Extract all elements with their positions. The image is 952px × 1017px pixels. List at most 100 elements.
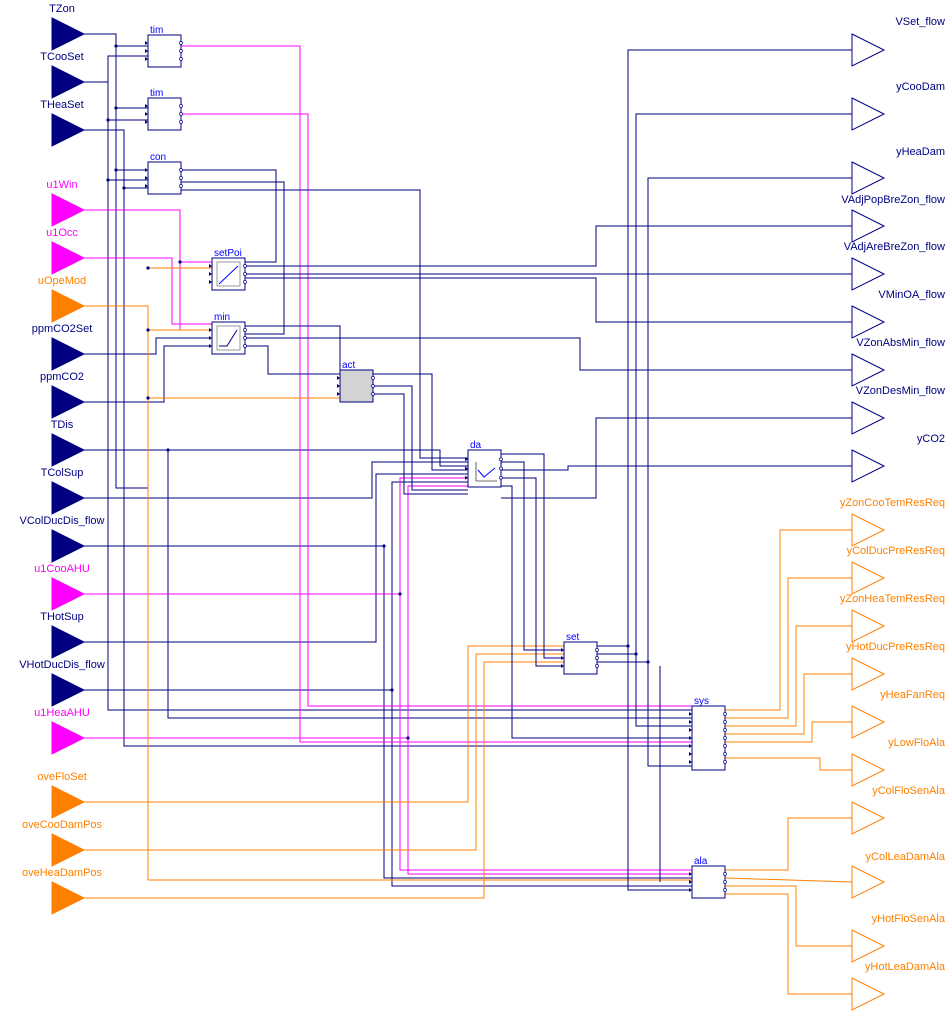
input-TCooSet[interactable]: TCooSet xyxy=(40,51,86,99)
input-triangle-icon xyxy=(51,785,86,819)
output-label: VSet_flow xyxy=(895,16,945,28)
input-oveCooDamPos[interactable]: oveCooDamPos xyxy=(22,819,103,867)
output-triangle-icon xyxy=(851,801,886,835)
output-yHeaFanReq[interactable]: yHeaFanReq xyxy=(851,689,945,739)
junction-dot xyxy=(146,396,150,400)
output-yHeaDam[interactable]: yHeaDam xyxy=(851,146,945,195)
wire-24 xyxy=(84,737,692,875)
output-yZonHeaTemResReq[interactable]: yZonHeaTemResReq xyxy=(840,593,945,643)
block-tim2-box xyxy=(147,97,182,131)
input-u1Occ[interactable]: u1Occ xyxy=(46,227,86,275)
block-da[interactable]: da xyxy=(465,440,503,488)
output-port xyxy=(371,392,375,396)
output-yZonCooTemResReq[interactable]: yZonCooTemResReq xyxy=(840,497,945,547)
block-setPoi[interactable]: setPoi xyxy=(209,248,247,291)
output-VAdjAreBreZon_flow[interactable]: VAdjAreBreZon_flow xyxy=(844,241,945,291)
input-port xyxy=(561,648,564,652)
wire-14 xyxy=(84,461,468,499)
block-min[interactable]: min xyxy=(209,312,247,355)
input-port xyxy=(689,752,692,756)
input-TZon[interactable]: TZon xyxy=(49,3,86,51)
output-triangle-icon xyxy=(851,609,886,643)
wire-69 xyxy=(725,893,852,995)
output-yHotDucPreResReq[interactable]: yHotDucPreResReq xyxy=(846,641,945,691)
input-u1Win[interactable]: u1Win xyxy=(46,179,86,227)
output-VAdjPopBreZon_flow[interactable]: VAdjPopBreZon_flow xyxy=(841,194,945,243)
block-ala[interactable]: ala xyxy=(689,856,727,899)
block-sys[interactable]: sys xyxy=(689,696,727,771)
input-ppmCO2Set[interactable]: ppmCO2Set xyxy=(32,323,93,371)
block-con[interactable]: con xyxy=(145,152,183,195)
output-port xyxy=(243,344,247,348)
output-triangle-icon xyxy=(851,561,886,595)
output-port xyxy=(723,728,727,732)
input-port xyxy=(689,728,692,732)
output-yColLeaDamAla[interactable]: yColLeaDamAla xyxy=(851,851,946,899)
block-label: tim xyxy=(150,88,163,99)
output-yColFloSenAla[interactable]: yColFloSenAla xyxy=(851,785,946,835)
input-triangle-icon xyxy=(51,577,86,611)
output-yCooDam[interactable]: yCooDam xyxy=(851,81,945,131)
input-label: oveHeaDamPos xyxy=(22,867,103,879)
input-port xyxy=(337,392,340,396)
input-label: u1HeaAHU xyxy=(34,707,90,719)
function-blocks: tim tim con setPoi min act da set sys ala xyxy=(145,25,727,899)
input-THotSup[interactable]: THotSup xyxy=(40,611,86,659)
input-label: TCooSet xyxy=(40,51,83,63)
input-oveHeaDamPos[interactable]: oveHeaDamPos xyxy=(22,867,103,915)
output-VZonAbsMin_flow[interactable]: VZonAbsMin_flow xyxy=(851,337,945,387)
output-triangle-icon xyxy=(851,657,886,691)
block-tim2[interactable]: tim xyxy=(145,88,183,131)
output-yCO2[interactable]: yCO2 xyxy=(851,433,945,483)
input-triangle-icon xyxy=(51,433,86,467)
output-label: VZonAbsMin_flow xyxy=(856,337,945,349)
input-uOpeMod[interactable]: uOpeMod xyxy=(38,275,86,323)
block-set[interactable]: set xyxy=(561,632,599,675)
output-VSet_flow[interactable]: VSet_flow xyxy=(851,16,945,67)
input-THeaSet[interactable]: THeaSet xyxy=(40,99,86,147)
output-label: yCO2 xyxy=(917,433,945,445)
output-label: VZonDesMin_flow xyxy=(856,385,945,397)
input-VHotDucDis_flow[interactable]: VHotDucDis_flow xyxy=(19,659,105,707)
input-label: u1CooAHU xyxy=(34,563,90,575)
wire-22 xyxy=(84,477,468,595)
input-port xyxy=(145,112,148,116)
junction-dot xyxy=(114,44,118,48)
output-port xyxy=(595,664,599,668)
input-label: ppmCO2 xyxy=(40,371,84,383)
wire-35 xyxy=(181,169,277,263)
output-port xyxy=(371,376,375,380)
wire-49 xyxy=(501,465,852,471)
output-label: yLowFloAla xyxy=(888,737,946,749)
input-VColDucDis_flow[interactable]: VColDucDis_flow xyxy=(20,515,105,563)
input-TColSup[interactable]: TColSup xyxy=(41,467,86,515)
input-port xyxy=(465,457,468,462)
input-port xyxy=(145,184,148,188)
output-label: VMinOA_flow xyxy=(878,289,945,301)
output-yHotLeaDamAla[interactable]: yHotLeaDamAla xyxy=(851,961,946,1011)
wire-4 xyxy=(84,55,148,83)
input-TDis[interactable]: TDis xyxy=(51,419,86,467)
output-yColDucPreResReq[interactable]: yColDucPreResReq xyxy=(847,545,945,595)
output-triangle-icon xyxy=(851,161,886,195)
input-port xyxy=(209,328,212,332)
limit-icon xyxy=(219,329,238,347)
input-label: u1Win xyxy=(46,179,77,191)
wire-50 xyxy=(501,477,564,667)
output-VZonDesMin_flow[interactable]: VZonDesMin_flow xyxy=(851,385,945,435)
block-act[interactable]: act xyxy=(337,360,375,403)
input-triangle-icon xyxy=(51,193,86,227)
output-port xyxy=(723,760,727,764)
block-tim1[interactable]: tim xyxy=(145,25,183,68)
block-label: con xyxy=(150,152,166,163)
input-u1CooAHU[interactable]: u1CooAHU xyxy=(34,563,90,611)
input-ppmCO2[interactable]: ppmCO2 xyxy=(40,371,86,419)
output-yLowFloAla[interactable]: yLowFloAla xyxy=(851,737,946,787)
output-VMinOA_flow[interactable]: VMinOA_flow xyxy=(851,289,945,339)
input-oveFloSet[interactable]: oveFloSet xyxy=(37,771,87,819)
output-yHotFloSenAla[interactable]: yHotFloSenAla xyxy=(851,913,946,963)
output-triangle-icon xyxy=(851,513,886,547)
junction-dot xyxy=(626,644,630,648)
input-u1HeaAHU[interactable]: u1HeaAHU xyxy=(34,707,90,755)
wire-44 xyxy=(373,373,468,471)
